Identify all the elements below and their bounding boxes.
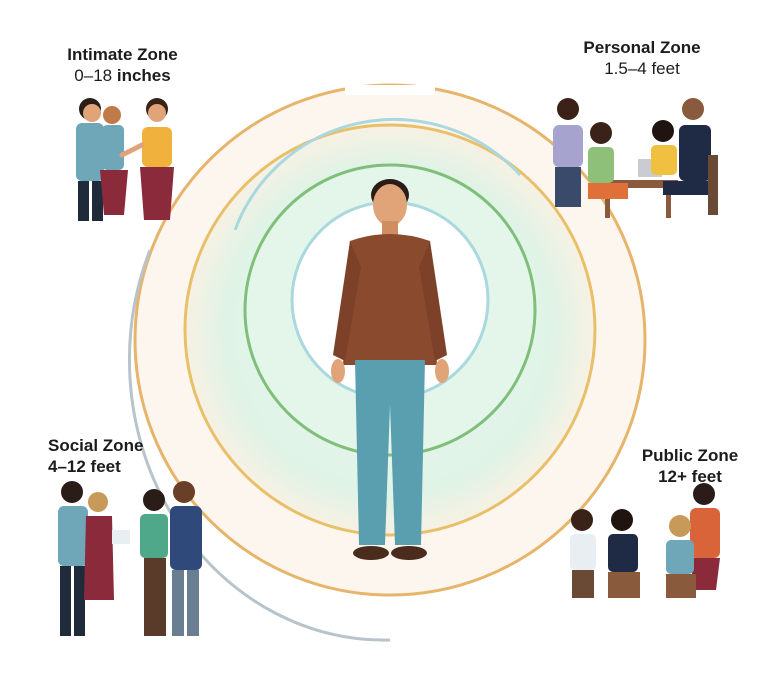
public-group-icon [570, 483, 720, 598]
personal-zone-range: 1.5–4 feet [604, 59, 680, 79]
intimate-group-icon [76, 98, 174, 221]
center-person-icon [331, 179, 449, 560]
intimate-zone-title: Intimate Zone [67, 45, 178, 64]
top-gap [345, 85, 435, 95]
social-zone-label: Social Zone 4–12 feet [48, 435, 158, 478]
intimate-zone-range-unit: inches [116, 66, 171, 86]
social-zone-range: 4–12 feet [48, 457, 121, 477]
personal-group-icon [553, 98, 718, 218]
intimate-zone-range-number: 0–18 [74, 66, 113, 86]
social-group-icon [58, 481, 202, 636]
public-zone-title: Public Zone [641, 446, 739, 465]
intimate-zone-label: Intimate Zone 0–18 inches [55, 44, 190, 87]
personal-zone-label: Personal Zone 1.5–4 feet [567, 37, 717, 80]
personal-zone-title: Personal Zone [583, 38, 701, 57]
social-zone-title: Social Zone [48, 436, 144, 455]
intimate-zone-range: 0–18 inches [55, 65, 190, 86]
public-zone-range: 12+ feet [658, 467, 722, 487]
public-zone-label: Public Zone 12+ feet [630, 445, 750, 488]
personal-outer-arc [233, 117, 522, 231]
